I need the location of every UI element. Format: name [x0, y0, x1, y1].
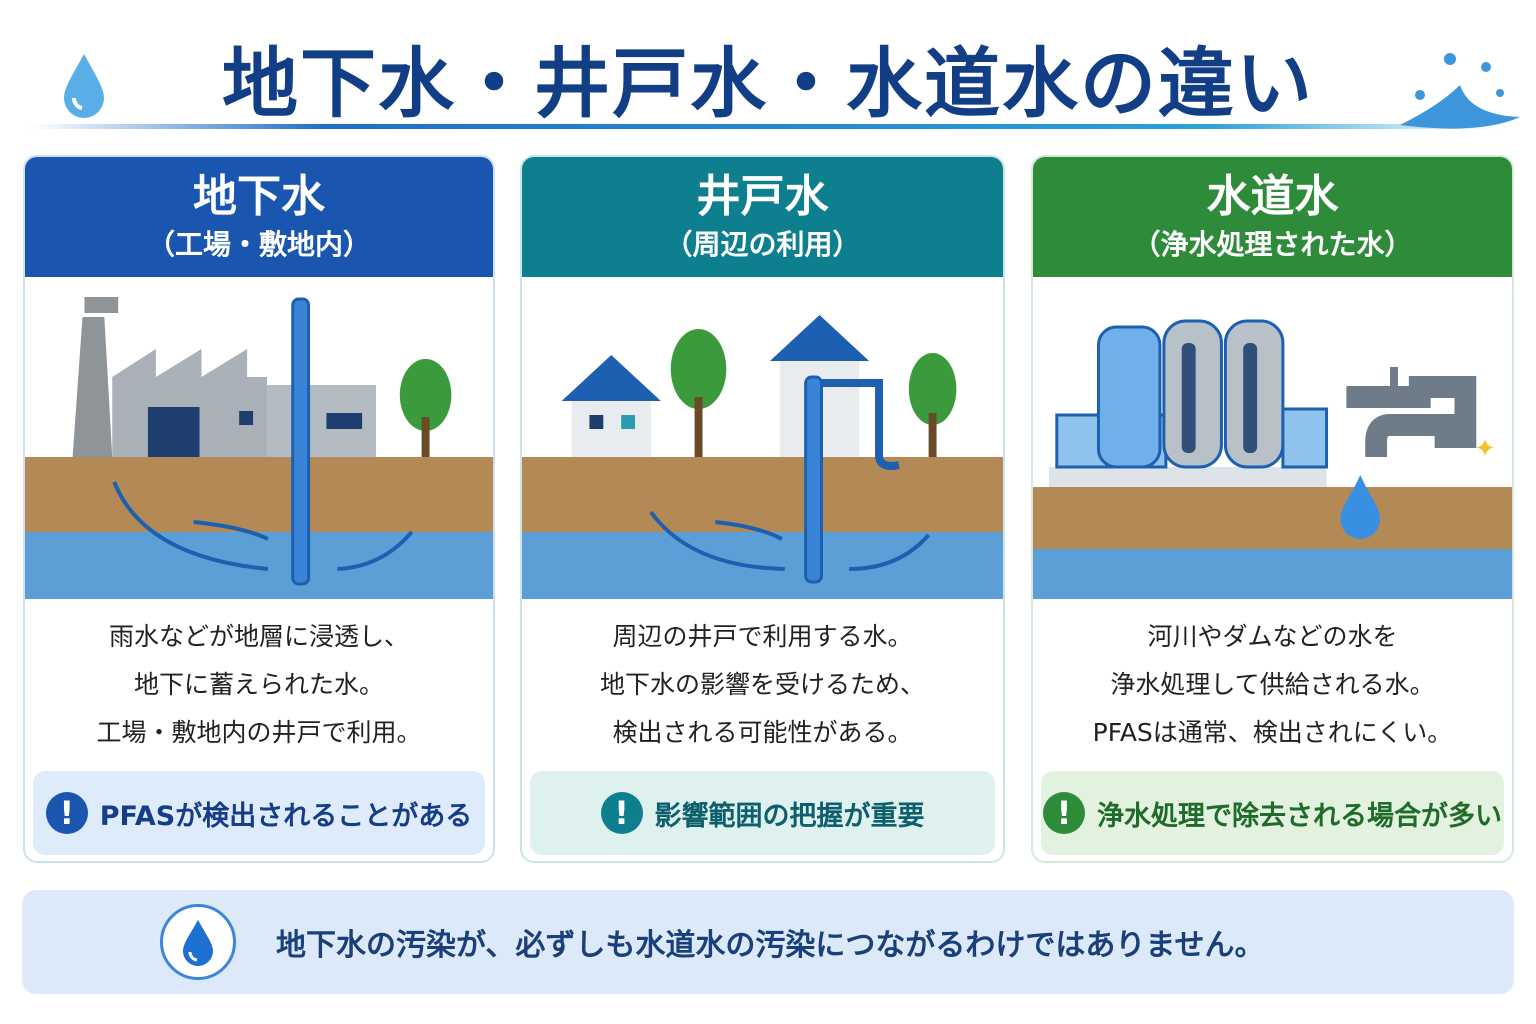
water-drop-icon — [64, 54, 104, 118]
water-drop-icon — [160, 904, 236, 980]
card-header: 地下水 （工場・敷地内） — [25, 157, 493, 277]
desc-line: 地下水の影響を受けるため、 — [599, 670, 925, 699]
card-description: 周辺の井戸で利用する水。 地下水の影響を受けるため、 検出される可能性がある。 — [522, 599, 1003, 757]
bottom-note-text: 地下水の汚染が、必ずしも水道水の汚染につながるわけではありません。 — [276, 928, 1265, 963]
card-subtitle: （周辺の利用） — [664, 228, 861, 261]
desc-line: PFASは通常、検出されにくい。 — [1092, 718, 1453, 747]
desc-line: 浄水処理して供給される水。 — [1110, 670, 1435, 699]
card-description: 河川やダムなどの水を 浄水処理して供給される水。 PFASは通常、検出されにくい… — [1033, 599, 1512, 757]
callout-text: 浄水処理で除去される場合が多い — [1097, 800, 1502, 832]
desc-line: 河川やダムなどの水を — [1147, 622, 1398, 651]
exclamation-icon: ! — [1043, 792, 1085, 834]
card-title: 地下水 — [193, 171, 325, 222]
water-treatment-illustration: ✦ — [1033, 319, 1512, 599]
callout: ! 浄水処理で除去される場合が多い — [1041, 771, 1504, 855]
exclamation-icon: ! — [45, 792, 88, 834]
desc-line: 検出される可能性がある。 — [612, 718, 913, 747]
desc-line: 周辺の井戸で利用する水。 — [612, 622, 913, 651]
card-tapwater: 水道水 （浄水処理された水） ✦ 河川やダムなどの水を 浄水処理して供給される水… — [1031, 155, 1514, 863]
desc-line: 工場・敷地内の井戸で利用。 — [96, 718, 422, 747]
card-title: 井戸水 — [696, 171, 829, 222]
callout-text: PFASが検出されることがある — [99, 800, 473, 832]
card-subtitle: （工場・敷地内） — [146, 228, 371, 261]
card-header: 水道水 （浄水処理された水） — [1033, 157, 1512, 277]
sparkle-icon: ✦ — [1474, 434, 1496, 464]
card-header: 井戸水 （周辺の利用） — [522, 157, 1003, 277]
desc-line: 雨水などが地層に浸透し、 — [108, 622, 409, 651]
house-well-illustration — [522, 315, 1003, 599]
card-wellwater: 井戸水 （周辺の利用） 周辺の井戸で利用する水。 地下水の影響を受けるため、 検… — [520, 155, 1005, 863]
page-title: 地下水・井戸水・水道水の違い — [222, 39, 1314, 128]
desc-line: 地下に蓄えられた水。 — [133, 670, 384, 699]
factory-well-illustration — [25, 297, 493, 599]
card-description: 雨水などが地層に浸透し、 地下に蓄えられた水。 工場・敷地内の井戸で利用。 — [25, 599, 493, 757]
callout: ! 影響範囲の把握が重要 — [530, 771, 995, 855]
callout-text: 影響範囲の把握が重要 — [654, 800, 925, 832]
card-subtitle: （浄水処理された水） — [1132, 228, 1413, 261]
card-title: 水道水 — [1206, 171, 1339, 222]
title-underline — [30, 124, 1500, 129]
callout: ! PFASが検出されることがある — [33, 771, 485, 855]
water-splash-icon — [1400, 53, 1520, 129]
bottom-note-banner: 地下水の汚染が、必ずしも水道水の汚染につながるわけではありません。 — [22, 890, 1514, 994]
exclamation-icon: ! — [600, 792, 643, 834]
card-groundwater: 地下水 （工場・敷地内） 雨水などが地層に浸透し、 地下に蓄えられた水。 工場・… — [23, 155, 495, 863]
